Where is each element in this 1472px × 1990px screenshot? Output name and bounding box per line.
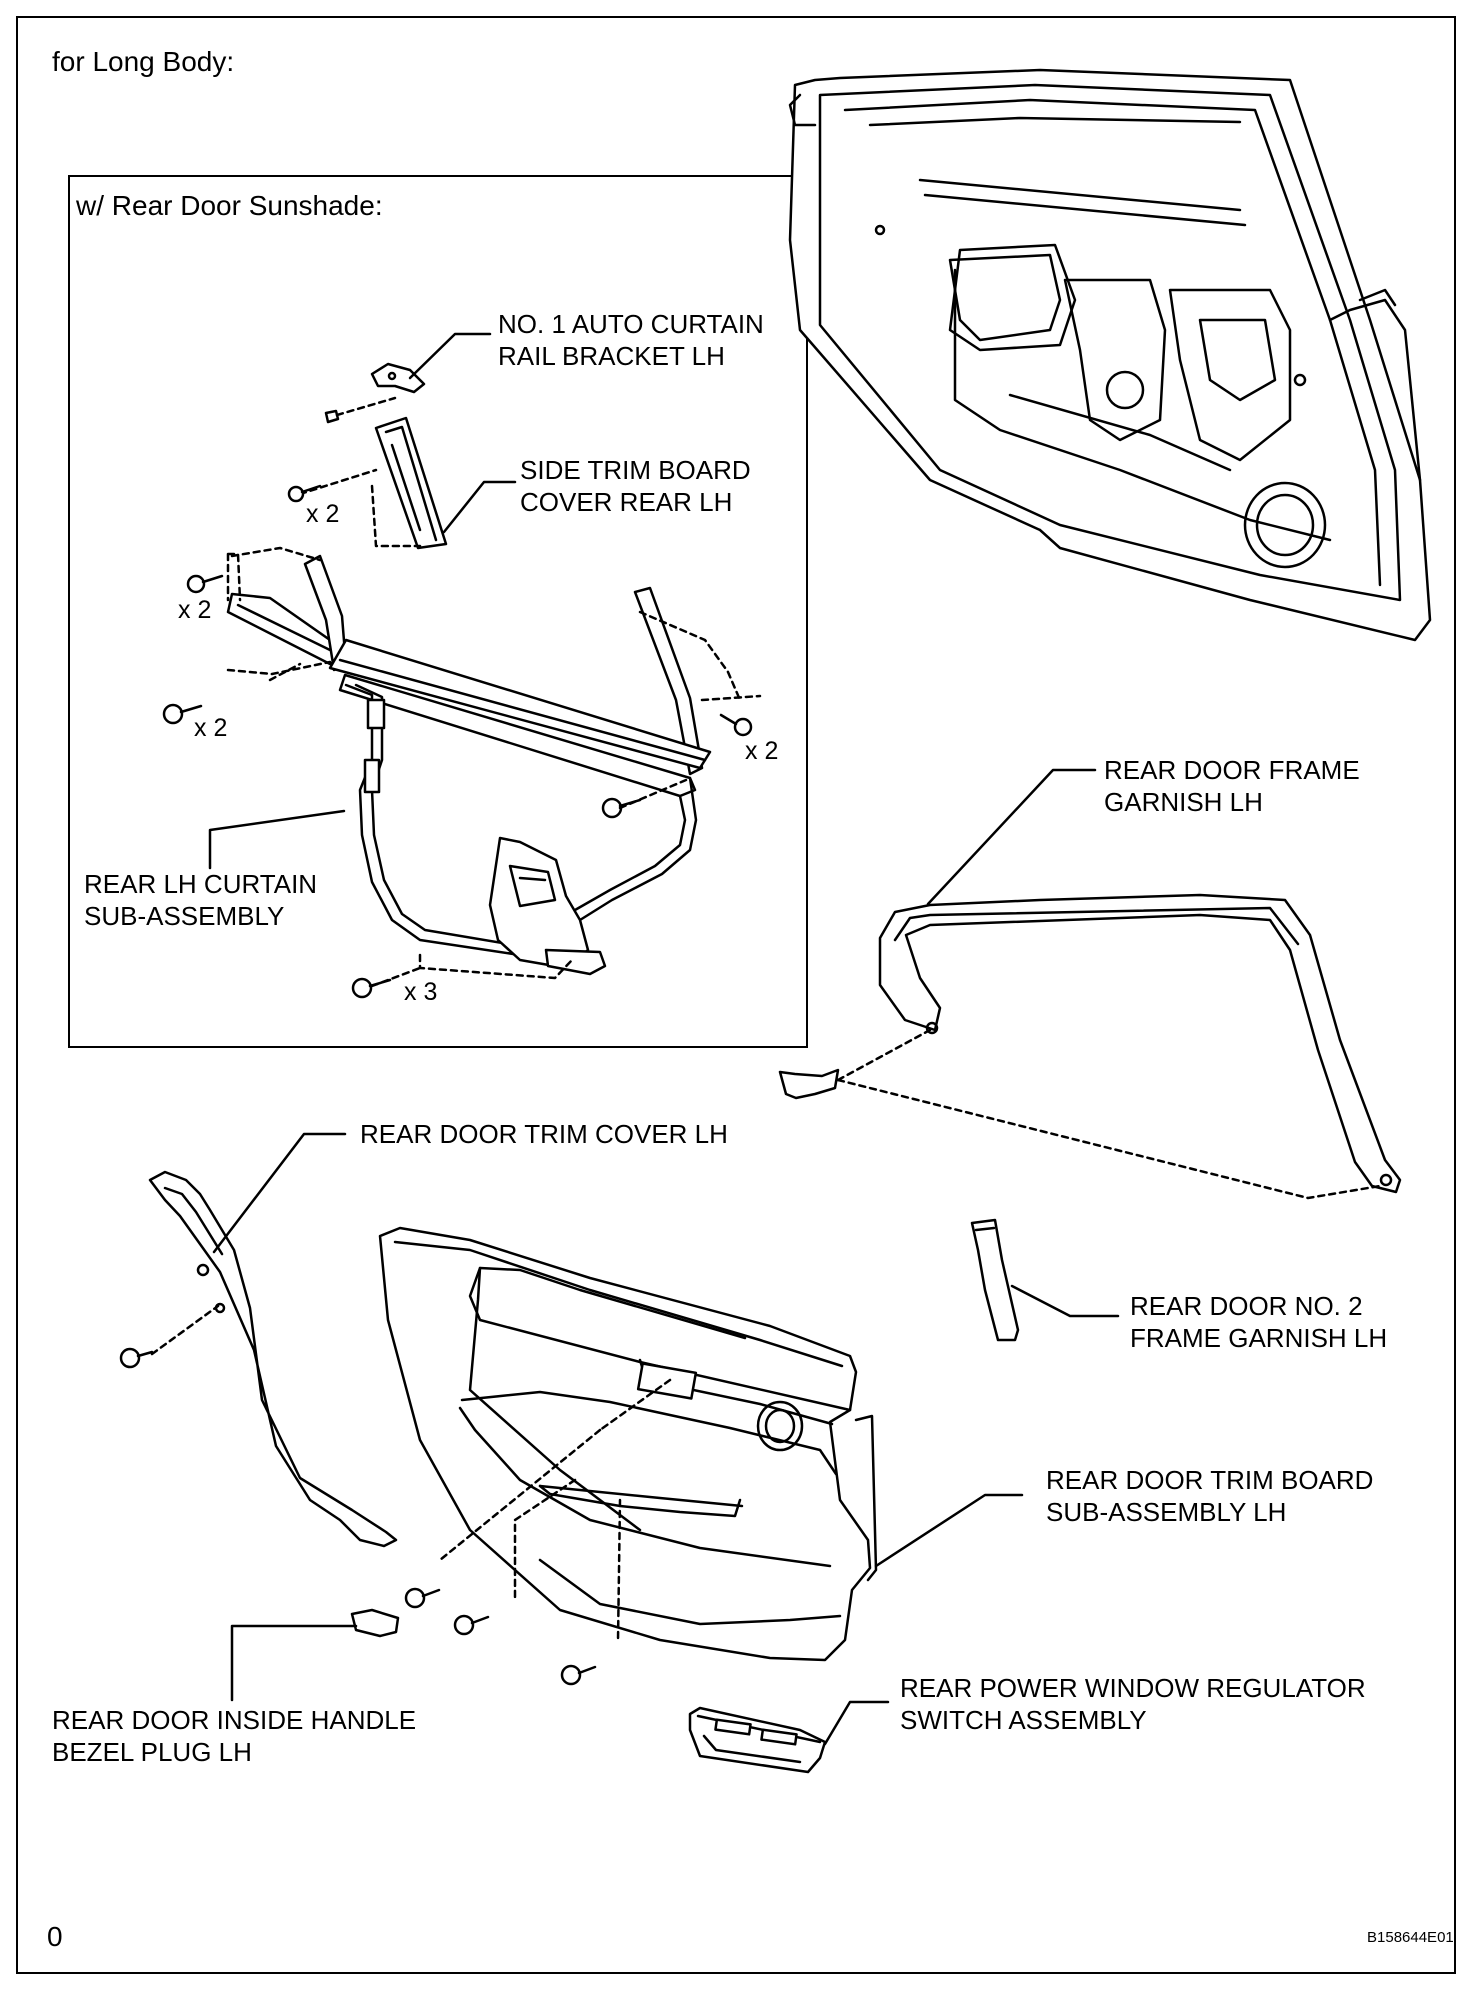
quantity-label: x 3: [404, 978, 438, 1006]
label-line: SUB-ASSEMBLY: [84, 901, 285, 931]
auto-curtain-rail-bracket-drawing: [324, 362, 426, 424]
inset-title: w/ Rear Door Sunshade:: [76, 190, 383, 221]
label-line: NO. 1 AUTO CURTAIN: [498, 309, 764, 339]
rear-door-no2-frame-garnish-drawing: [970, 1218, 1020, 1342]
page-number: 0: [47, 1921, 63, 1952]
label-rear-lh-curtain: REAR LH CURTAIN SUB-ASSEMBLY: [84, 868, 317, 932]
label-line: RAIL BRACKET LH: [498, 341, 725, 371]
label-line: FRAME GARNISH LH: [1130, 1323, 1388, 1353]
header-title: for Long Body:: [52, 46, 235, 77]
side-trim-board-cover-drawing: [298, 416, 448, 550]
quantity-label: x 2: [306, 500, 340, 528]
rear-lh-curtain-assembly-drawing: [226, 546, 762, 988]
rear-door-frame-garnish-drawing: [778, 893, 1402, 1200]
rear-door-shell-drawing: [788, 68, 1432, 642]
label-line: SIDE TRIM BOARD: [520, 455, 751, 485]
label-rear-door-trim-cover: REAR DOOR TRIM COVER LH: [360, 1118, 728, 1150]
label-side-trim-board-cover: SIDE TRIM BOARD COVER REAR LH: [520, 454, 751, 518]
label-line: REAR LH CURTAIN: [84, 869, 318, 899]
label-auto-curtain-rail-bracket: NO. 1 AUTO CURTAIN RAIL BRACKET LH: [498, 308, 764, 372]
label-rear-door-trim-board: REAR DOOR TRIM BOARD SUB-ASSEMBLY LH: [1046, 1464, 1373, 1528]
label-power-window-switch: REAR POWER WINDOW REGULATOR SWITCH ASSEM…: [900, 1672, 1366, 1736]
page-border: [16, 16, 1456, 1974]
label-line: REAR DOOR INSIDE HANDLE: [52, 1705, 417, 1735]
quantity-label: x 2: [178, 596, 212, 624]
rear-door-trim-cover-drawing: [119, 1170, 398, 1548]
label-line: BEZEL PLUG LH: [52, 1737, 252, 1767]
quantity-label: x 2: [745, 737, 779, 765]
label-line: REAR DOOR FRAME: [1104, 755, 1360, 785]
power-window-switch-drawing: [688, 1706, 827, 1774]
label-line: SUB-ASSEMBLY LH: [1046, 1497, 1287, 1527]
label-rear-door-frame-garnish: REAR DOOR FRAME GARNISH LH: [1104, 754, 1360, 818]
label-inside-handle-bezel-plug: REAR DOOR INSIDE HANDLE BEZEL PLUG LH: [52, 1704, 416, 1768]
label-line: GARNISH LH: [1104, 787, 1263, 817]
label-line: REAR POWER WINDOW REGULATOR: [900, 1673, 1366, 1703]
inside-handle-bezel-plug-drawing: [350, 1608, 400, 1638]
label-line: REAR DOOR TRIM COVER LH: [360, 1119, 728, 1149]
label-line: COVER REAR LH: [520, 487, 733, 517]
leader-lines: [208, 332, 1120, 1746]
label-line: REAR DOOR TRIM BOARD: [1046, 1465, 1374, 1495]
label-line: SWITCH ASSEMBLY: [900, 1705, 1147, 1735]
label-line: REAR DOOR NO. 2: [1130, 1291, 1363, 1321]
quantity-label: x 2: [194, 714, 228, 742]
screw-icons-inset: [162, 484, 753, 999]
label-rear-door-no2-frame-garnish: REAR DOOR NO. 2 FRAME GARNISH LH: [1130, 1290, 1387, 1354]
rear-door-trim-board-drawing: [378, 1226, 878, 1686]
sunshade-inset-box: [68, 175, 808, 1048]
figure-id: B158644E01: [1367, 1929, 1454, 1946]
